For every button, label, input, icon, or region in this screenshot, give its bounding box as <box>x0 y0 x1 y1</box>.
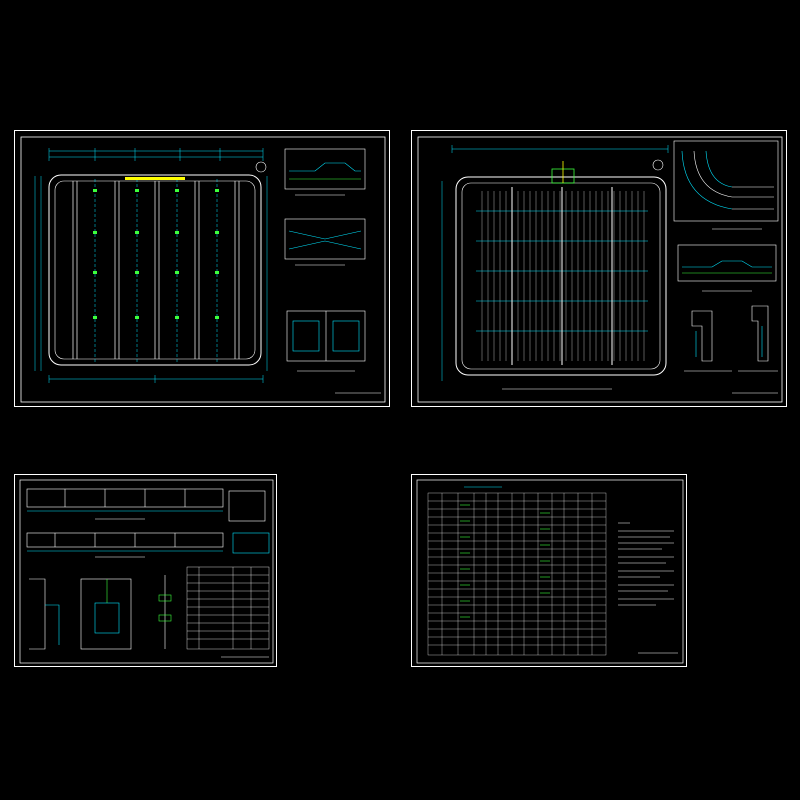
small-detail-right <box>228 490 270 554</box>
drawing-sheet-2[interactable] <box>411 130 787 407</box>
inner-frame <box>19 479 274 664</box>
tank-outline <box>455 176 667 376</box>
notes-block <box>618 522 674 606</box>
elevation-middle <box>26 532 224 552</box>
north-arrow <box>255 161 267 173</box>
sheet-2-drawing <box>417 136 783 403</box>
table-cell-marks <box>460 504 550 618</box>
tank-outline <box>48 174 262 366</box>
sheet-1-drawing <box>20 136 386 403</box>
drawing-sheet-4[interactable] <box>411 474 687 667</box>
section-detail-c <box>286 310 366 362</box>
bottom-dimension-line <box>48 375 264 383</box>
main-pipes <box>511 187 613 365</box>
inner-frame <box>416 479 684 664</box>
sheet-3-drawing <box>19 479 274 664</box>
wall-detail-right <box>751 305 769 362</box>
section-detail-a <box>284 148 366 190</box>
section-detail-b <box>284 218 366 260</box>
inner-frame <box>20 136 386 403</box>
top-dimension-line <box>48 148 264 161</box>
drawing-sheet-3[interactable] <box>14 474 277 667</box>
inlet-fitting <box>551 161 575 184</box>
curved-corner-detail <box>673 140 779 222</box>
header-pipe <box>125 177 185 180</box>
pipe-markers <box>93 189 219 319</box>
inner-frame <box>417 136 783 403</box>
drawing-sheet-1[interactable] <box>14 130 390 407</box>
section-strip <box>677 244 777 282</box>
channel-walls <box>72 181 240 359</box>
detail-sump <box>80 578 132 650</box>
small-schedule-table <box>186 566 270 650</box>
north-arrow <box>652 159 664 171</box>
sheet-4-drawing <box>416 479 684 664</box>
left-dimension-line <box>34 176 42 371</box>
detail-wall-section <box>29 578 60 650</box>
detail-pipe-support <box>158 575 172 649</box>
material-schedule-table <box>427 492 607 656</box>
top-dimension-line <box>451 145 669 153</box>
elevation-top <box>26 488 224 512</box>
wall-detail-left <box>691 310 713 362</box>
lateral-pipe-grid <box>481 191 645 361</box>
